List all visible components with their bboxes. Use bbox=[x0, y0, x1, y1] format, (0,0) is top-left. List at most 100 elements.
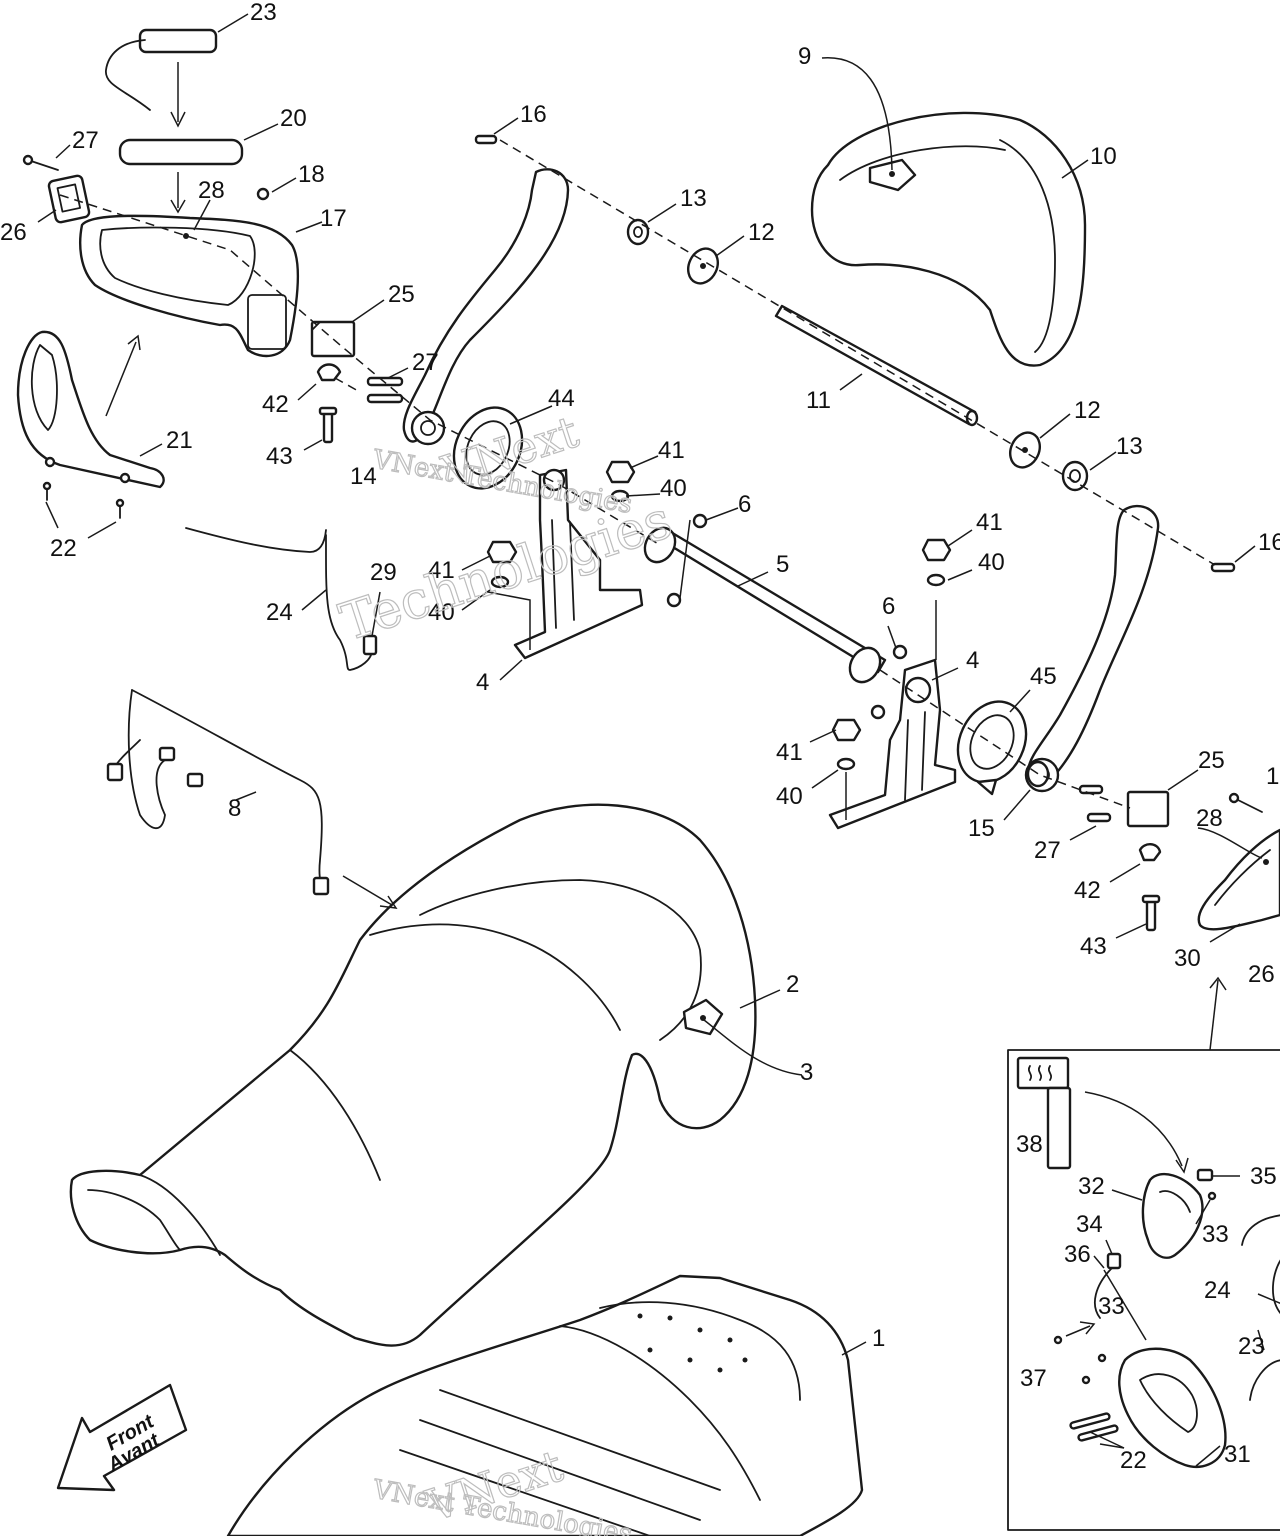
part-nut-41b bbox=[605, 460, 636, 484]
callout-42: 42 bbox=[262, 391, 289, 418]
callout-labels: 23 20 27 18 28 17 26 25 27 42 43 21 22 1… bbox=[0, 0, 1280, 1474]
callout-17: 17 bbox=[320, 205, 347, 232]
callout-32: 32 bbox=[1078, 1173, 1105, 1200]
part-clamp-42a bbox=[316, 363, 342, 382]
part-spacer-13b bbox=[1061, 460, 1089, 492]
callout-12: 12 bbox=[748, 219, 775, 246]
callout-1: 1 bbox=[872, 1325, 885, 1352]
callout-36: 36 bbox=[1064, 1241, 1091, 1268]
part-washer-15 bbox=[1026, 760, 1050, 788]
part-screw-33a bbox=[1207, 1191, 1217, 1201]
callout-26: 26 bbox=[0, 219, 27, 246]
part-bracket-25b bbox=[1126, 790, 1170, 828]
callout-4: 4 bbox=[476, 669, 489, 696]
part-screw-19 bbox=[1228, 792, 1263, 813]
front-direction-arrow: Front Avant bbox=[56, 1383, 188, 1492]
detail-inset bbox=[1007, 976, 1280, 1531]
callout-25: 25 bbox=[388, 281, 415, 308]
callout-22: 22 bbox=[50, 535, 77, 562]
part-pin-37 bbox=[1053, 1335, 1063, 1345]
part-handle-housing-17 bbox=[79, 214, 300, 358]
callout-12: 12 bbox=[1074, 397, 1101, 424]
callout-19: 19 bbox=[1266, 763, 1280, 790]
callout-10: 10 bbox=[1090, 143, 1117, 170]
callout-31: 31 bbox=[1224, 1441, 1251, 1468]
callout-24: 24 bbox=[266, 599, 293, 626]
part-handle-housing-30 bbox=[1197, 828, 1280, 931]
part-screw-27a bbox=[22, 154, 59, 171]
callout-5: 5 bbox=[776, 551, 789, 578]
part-washer-12a bbox=[687, 247, 719, 285]
part-heat-label-38 bbox=[1016, 1056, 1072, 1170]
part-washer-40d bbox=[836, 757, 856, 771]
part-rod-11 bbox=[774, 304, 979, 427]
callout-3: 3 bbox=[800, 1059, 813, 1086]
callout-41: 41 bbox=[428, 557, 455, 584]
callout-24: 24 bbox=[1204, 1277, 1231, 1304]
callout-8: 8 bbox=[228, 795, 241, 822]
callout-37: 37 bbox=[1020, 1365, 1047, 1392]
callout-40: 40 bbox=[660, 475, 687, 502]
part-bolt-43a bbox=[318, 406, 338, 444]
part-handle-cover-21 bbox=[16, 330, 165, 489]
part-backrest-10 bbox=[810, 111, 1087, 367]
callout-26: 26 bbox=[1248, 961, 1275, 988]
part-bolt-43b bbox=[1141, 894, 1161, 932]
part-nut-41a bbox=[486, 540, 518, 564]
part-screws-22b bbox=[1069, 1412, 1119, 1442]
part-screw-35 bbox=[1196, 1168, 1214, 1182]
callout-9: 9 bbox=[798, 43, 811, 70]
callout-29: 29 bbox=[370, 559, 397, 586]
part-bolts-27b bbox=[366, 376, 404, 404]
part-tube-5 bbox=[643, 526, 887, 684]
part-screws-22a bbox=[42, 481, 125, 519]
callout-2: 2 bbox=[786, 971, 799, 998]
callout-6: 6 bbox=[882, 593, 895, 620]
callout-41: 41 bbox=[658, 437, 685, 464]
part-screw-33b bbox=[1081, 1353, 1107, 1385]
callout-22: 22 bbox=[1120, 1447, 1147, 1474]
callout-15: 15 bbox=[968, 815, 995, 842]
callout-27: 27 bbox=[412, 349, 439, 376]
part-nut-18 bbox=[256, 187, 270, 201]
part-washer-40a bbox=[490, 575, 510, 589]
part-housing-32 bbox=[1141, 1172, 1204, 1259]
callout-30: 30 bbox=[1174, 945, 1201, 972]
part-heating-element-23 bbox=[105, 28, 218, 111]
part-connector-34 bbox=[1106, 1252, 1122, 1270]
callout-43: 43 bbox=[1080, 933, 1107, 960]
part-nut-41d bbox=[831, 718, 862, 742]
callout-40: 40 bbox=[428, 599, 455, 626]
callout-16: 16 bbox=[520, 101, 547, 128]
part-pin-16b bbox=[1210, 562, 1236, 573]
callout-21: 21 bbox=[166, 427, 193, 454]
part-nut-41c bbox=[921, 538, 952, 562]
part-seat-2 bbox=[69, 803, 757, 1347]
part-harness-8 bbox=[106, 689, 330, 896]
part-bushings-6b bbox=[870, 644, 908, 720]
part-bushings-6a bbox=[666, 513, 708, 608]
callout-40: 40 bbox=[776, 783, 803, 810]
part-element-23b bbox=[1249, 1359, 1280, 1401]
callout-18: 18 bbox=[298, 161, 325, 188]
callout-20: 20 bbox=[280, 105, 307, 132]
part-seat-base-1 bbox=[226, 1274, 864, 1536]
part-grip-20 bbox=[118, 138, 244, 166]
part-cover-31 bbox=[1118, 1347, 1227, 1468]
part-backrest-arm-right bbox=[1024, 504, 1160, 793]
callout-38: 38 bbox=[1016, 1131, 1043, 1158]
assembly-lines bbox=[59, 62, 1280, 1341]
callout-28: 28 bbox=[198, 177, 225, 204]
part-latch-45 bbox=[956, 700, 1028, 796]
callout-33: 33 bbox=[1202, 1221, 1229, 1248]
callout-6: 6 bbox=[738, 491, 751, 518]
part-clamp-42b bbox=[1138, 843, 1162, 862]
callout-13: 13 bbox=[1116, 433, 1143, 460]
callout-14: 14 bbox=[350, 463, 377, 490]
part-mount-4b bbox=[828, 658, 957, 830]
part-pin-16a bbox=[474, 134, 498, 145]
part-spacer-13a bbox=[626, 218, 650, 246]
callout-28: 28 bbox=[1196, 805, 1223, 832]
part-latch-44 bbox=[452, 406, 524, 490]
callout-40: 40 bbox=[978, 549, 1005, 576]
